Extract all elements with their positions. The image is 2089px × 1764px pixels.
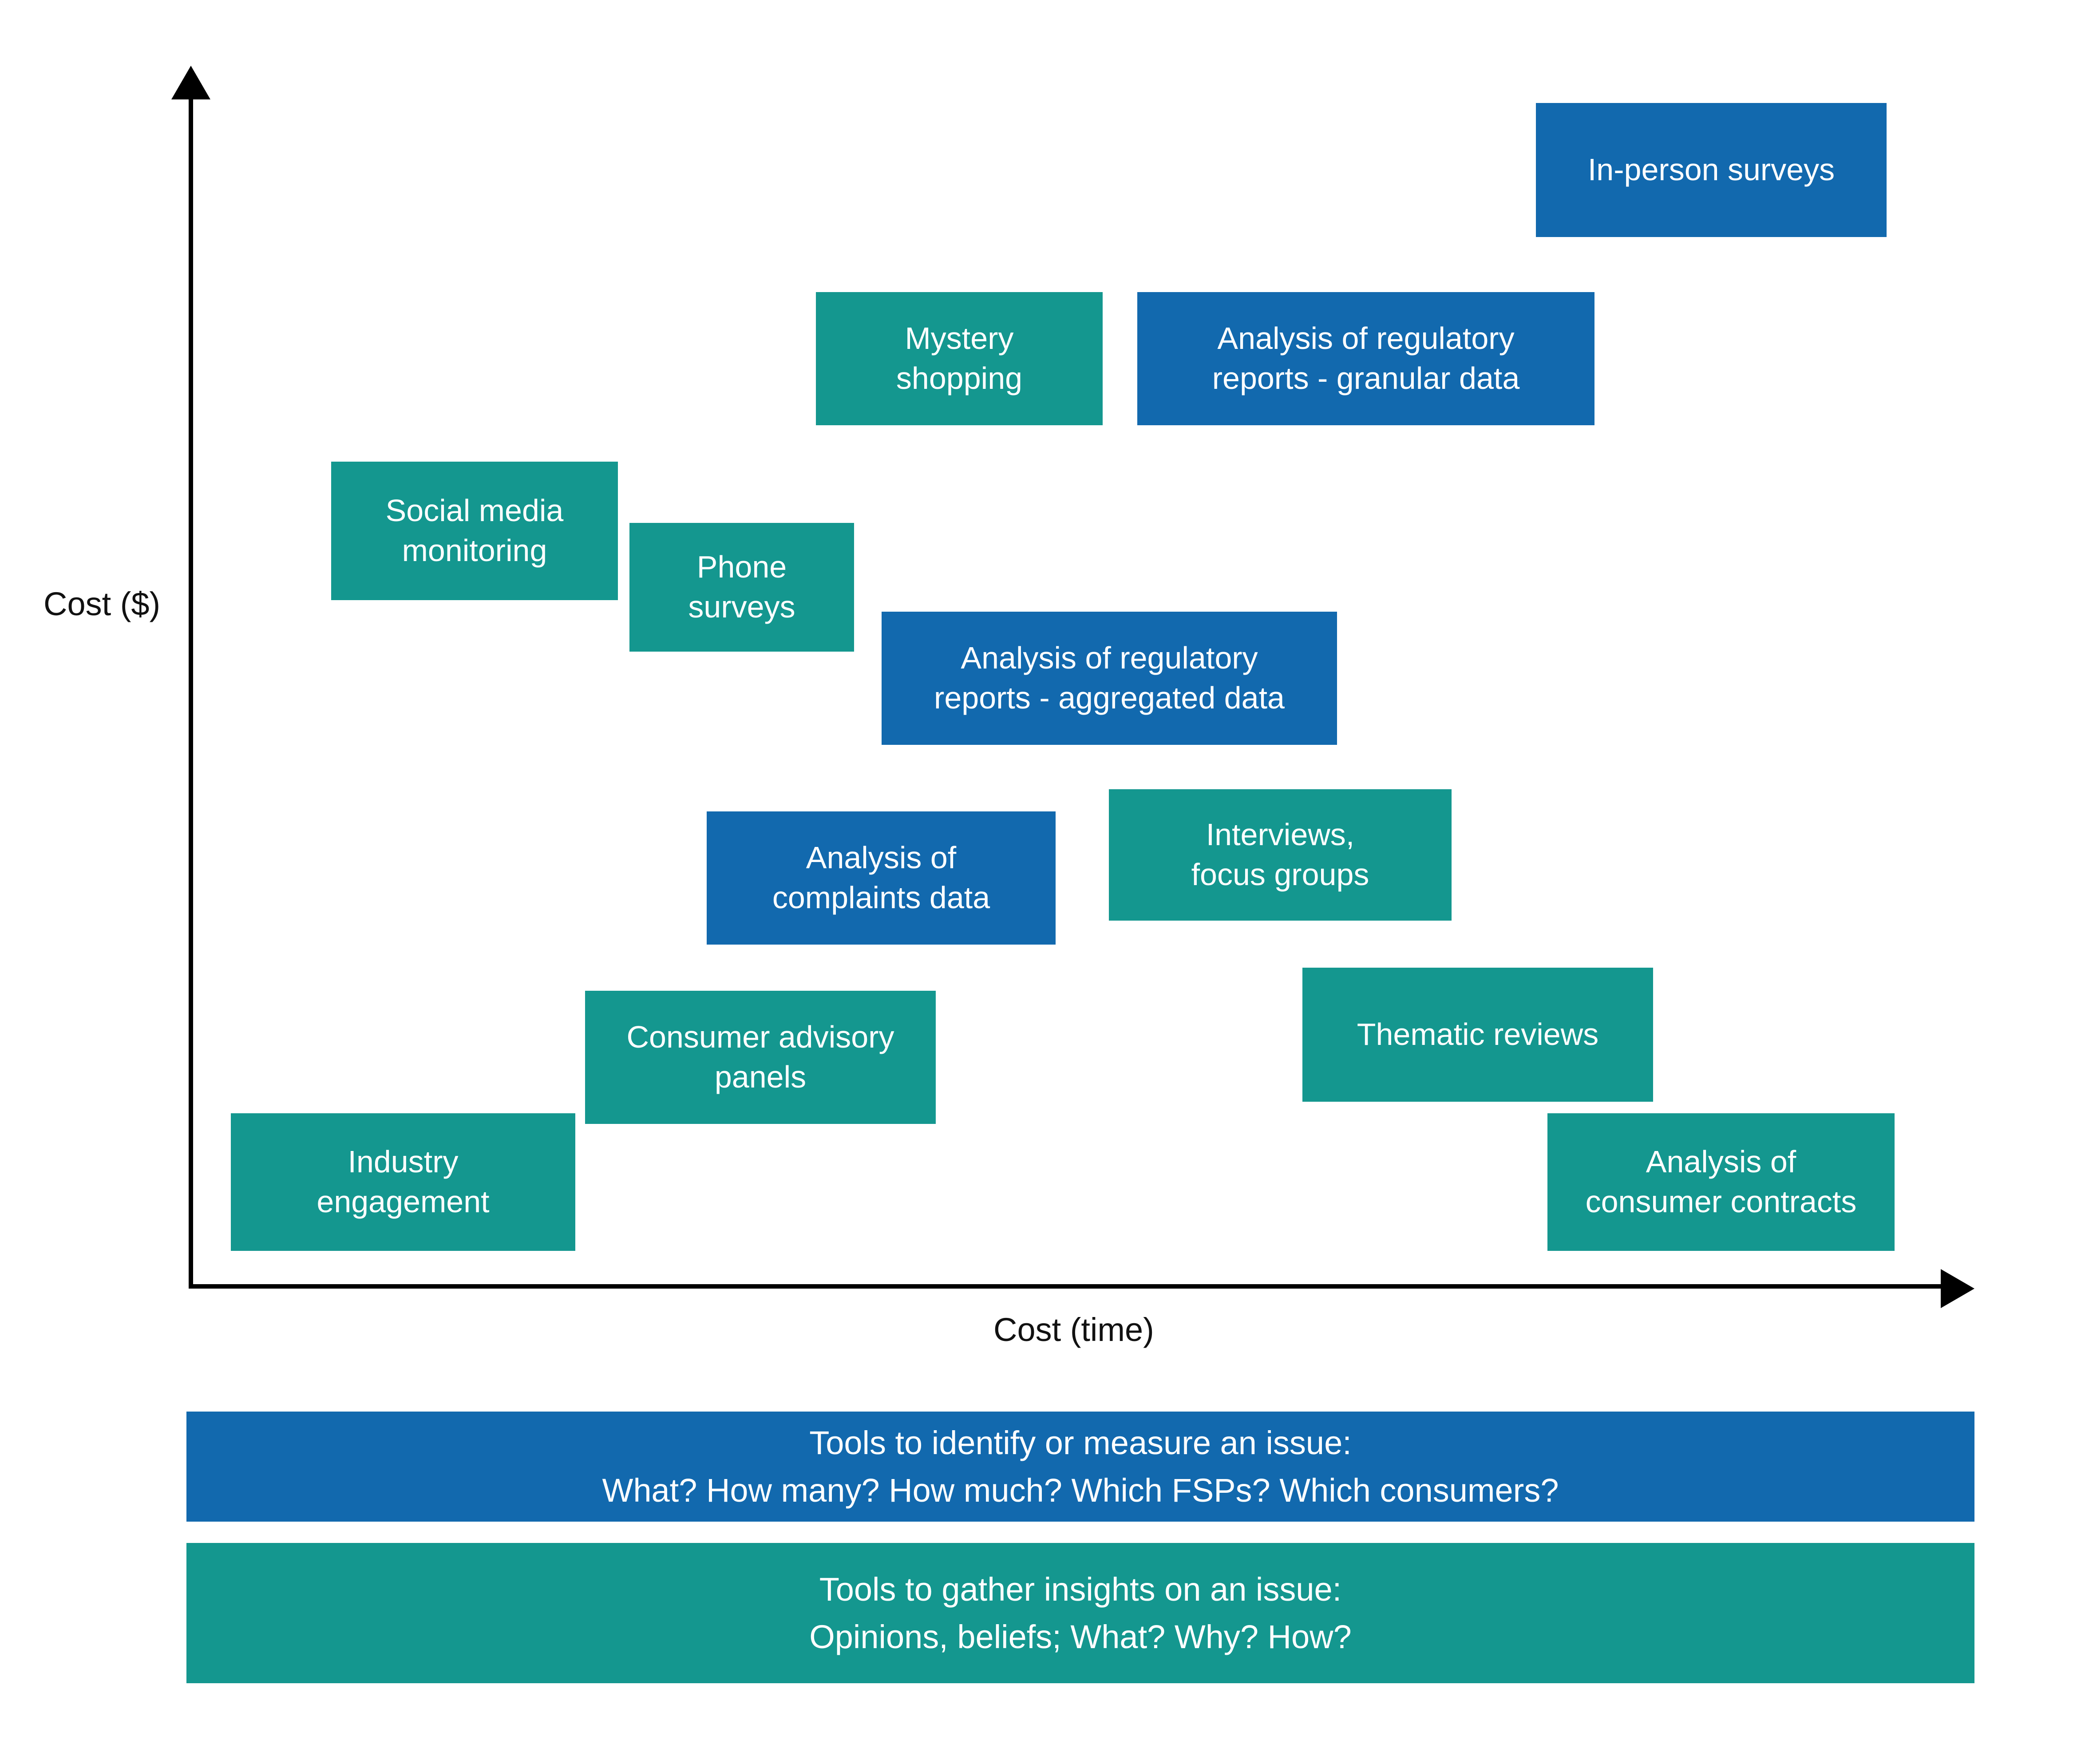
tool-box-social-media-monitoring[interactable]: Social media monitoring: [331, 462, 618, 600]
tool-box-complaints-data[interactable]: Analysis of complaints data: [707, 811, 1056, 945]
legend-tools-to-gather-insights: Tools to gather insights on an issue: Op…: [186, 1543, 1974, 1683]
legend-tools-to-measure: Tools to identify or measure an issue: W…: [186, 1412, 1974, 1522]
tool-box-interviews-focus-groups[interactable]: Interviews, focus groups: [1109, 789, 1452, 921]
tool-box-consumer-advisory-panels[interactable]: Consumer advisory panels: [585, 991, 936, 1124]
x-axis-arrow-icon: [1941, 1269, 1974, 1308]
tool-box-mystery-shopping[interactable]: Mystery shopping: [816, 292, 1103, 425]
y-axis-line: [189, 78, 193, 1289]
tool-box-consumer-contracts[interactable]: Analysis of consumer contracts: [1547, 1113, 1895, 1251]
tool-box-industry-engagement[interactable]: Industry engagement: [231, 1113, 575, 1251]
y-axis-arrow-icon: [171, 66, 210, 99]
tool-box-thematic-reviews[interactable]: Thematic reviews: [1302, 968, 1653, 1102]
tool-box-in-person-surveys[interactable]: In-person surveys: [1536, 103, 1887, 237]
y-axis-label: Cost ($): [44, 585, 161, 622]
x-axis-line: [189, 1284, 1953, 1289]
tool-box-phone-surveys[interactable]: Phone surveys: [629, 523, 854, 652]
x-axis-label: Cost (time): [993, 1311, 1154, 1348]
tool-box-reg-reports-aggregated[interactable]: Analysis of regulatory reports - aggrega…: [882, 612, 1337, 745]
tool-box-reg-reports-granular[interactable]: Analysis of regulatory reports - granula…: [1137, 292, 1594, 425]
